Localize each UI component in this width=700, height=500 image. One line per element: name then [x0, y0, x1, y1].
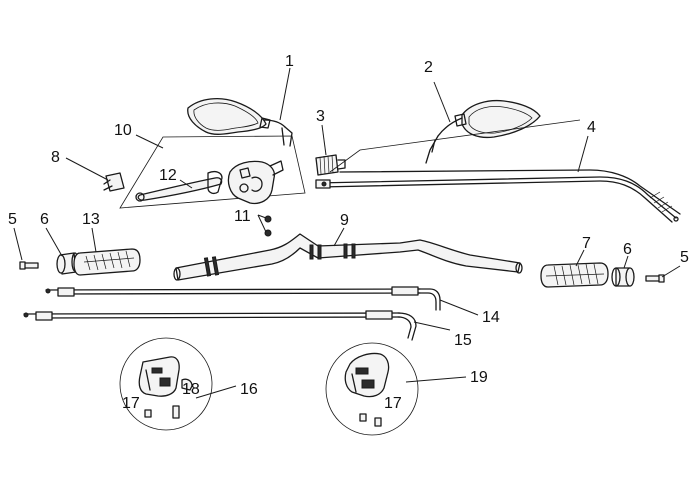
- callout-17-right: 17: [384, 395, 402, 412]
- right-grip: [540, 249, 609, 288]
- left-grip: [73, 227, 141, 276]
- callout-12: 12: [159, 167, 177, 184]
- right-bar-end-bolt: [645, 265, 681, 283]
- callout-5-right: 5: [680, 249, 689, 266]
- callout-8: 8: [51, 149, 60, 166]
- callout-11: 11: [234, 208, 251, 225]
- callout-3: 3: [316, 108, 325, 125]
- callout-17-left: 17: [122, 395, 140, 412]
- callout-4: 4: [587, 119, 596, 136]
- callout-16: 16: [240, 381, 258, 398]
- left-mirror: [187, 67, 293, 147]
- left-switch-housing: [119, 337, 237, 431]
- right-bar-end-weight: [611, 255, 635, 287]
- callout-15: 15: [454, 332, 472, 349]
- callout-6-right: 6: [623, 241, 632, 258]
- clutch-switch: [65, 157, 125, 192]
- lever-bracket: [227, 160, 284, 237]
- callout-13: 13: [82, 211, 100, 228]
- callout-10: 10: [114, 122, 132, 139]
- clutch-lever: [135, 171, 223, 202]
- callout-2: 2: [424, 59, 433, 76]
- right-switch-housing: [325, 342, 467, 436]
- callout-6-left: 6: [40, 211, 49, 228]
- callout-19: 19: [470, 369, 488, 386]
- clutch-cable: [45, 286, 479, 316]
- left-bar-end-weight: [45, 227, 79, 275]
- callout-14: 14: [482, 309, 500, 326]
- left-bar-end-bolt: [13, 227, 39, 270]
- throttle-return-cable: [23, 310, 451, 341]
- cable-boot: [315, 124, 346, 176]
- callout-5-left: 5: [8, 211, 17, 228]
- right-mirror: [425, 81, 541, 164]
- callout-1: 1: [285, 53, 294, 70]
- callout-9: 9: [340, 212, 349, 229]
- callout-7: 7: [582, 235, 591, 252]
- throttle-cable: [315, 119, 681, 223]
- handlebar: [173, 227, 523, 281]
- callout-18: 18: [182, 381, 200, 398]
- lever-assembly-box: [119, 134, 306, 209]
